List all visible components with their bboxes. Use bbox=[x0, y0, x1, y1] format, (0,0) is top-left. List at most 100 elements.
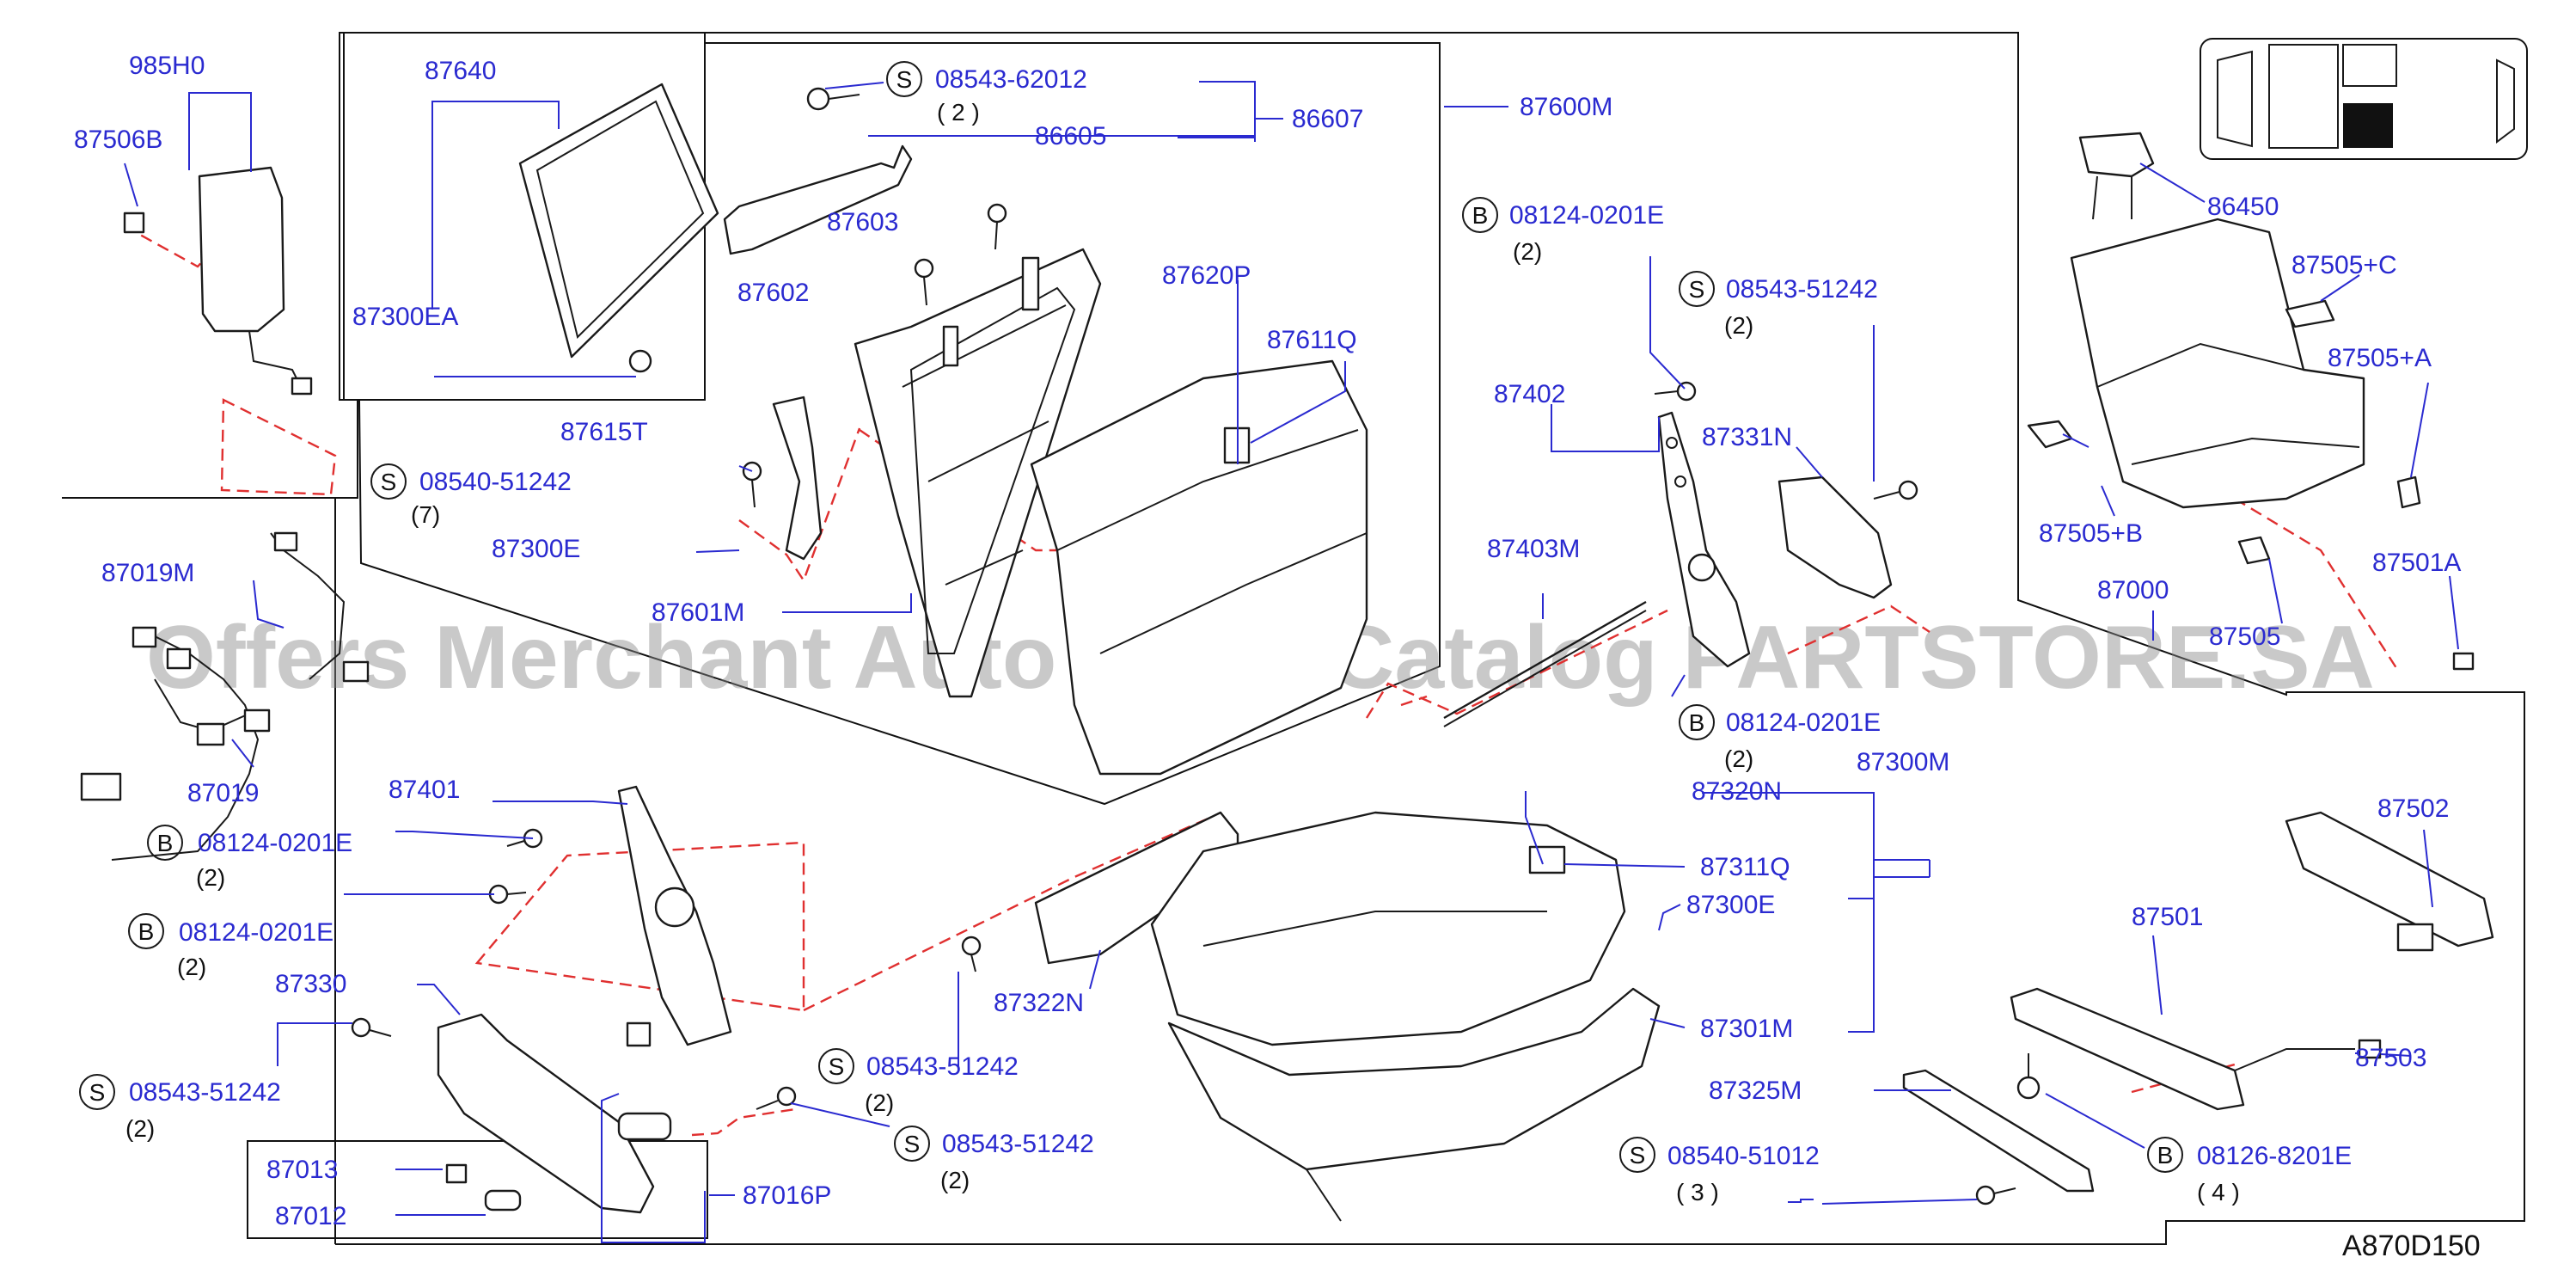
label-86605: 86605 bbox=[1035, 122, 1106, 150]
label-87506B: 87506B bbox=[74, 126, 162, 154]
svg-text:S: S bbox=[89, 1079, 106, 1106]
svg-text:S: S bbox=[896, 66, 913, 93]
label-87501A: 87501A bbox=[2372, 549, 2461, 577]
label-87401: 87401 bbox=[389, 776, 460, 804]
label-87300M: 87300M bbox=[1857, 748, 1949, 776]
leader-lines bbox=[124, 81, 2459, 1243]
svg-text:B: B bbox=[157, 830, 174, 856]
svg-text:S: S bbox=[829, 1053, 845, 1080]
label-87012: 87012 bbox=[275, 1202, 346, 1230]
rail-87501 bbox=[2010, 987, 2382, 1111]
back-board-87640 bbox=[518, 83, 719, 373]
qty-08543-51242-a: (2) bbox=[1724, 312, 1753, 339]
label-08543-51242-a: 08543-51242 bbox=[1726, 275, 1878, 304]
finisher-87330 bbox=[437, 1013, 672, 1214]
qty-08540-51012: ( 3 ) bbox=[1676, 1179, 1719, 1205]
svg-text:S: S bbox=[1630, 1142, 1646, 1169]
qty-08126-8201E: ( 4 ) bbox=[2197, 1179, 2240, 1205]
qty-08124-0201E-d: (2) bbox=[177, 954, 206, 980]
label-87300EA: 87300EA bbox=[352, 303, 458, 331]
label-87611Q: 87611Q bbox=[1267, 326, 1357, 354]
label-87601M: 87601M bbox=[652, 598, 744, 627]
label-87016P: 87016P bbox=[743, 1181, 831, 1210]
prefix-circles: S S B S B B B S S S S B bbox=[79, 61, 2183, 1173]
qty-08124-0201E-b: (2) bbox=[1724, 745, 1753, 772]
label-08124-0201E-b: 08124-0201E bbox=[1726, 709, 1881, 737]
rail-87325M bbox=[1902, 1069, 2095, 1193]
svg-text:B: B bbox=[138, 918, 155, 945]
label-86607: 86607 bbox=[1292, 105, 1363, 133]
label-87330: 87330 bbox=[275, 970, 346, 998]
label-87505C: 87505+C bbox=[2291, 251, 2397, 279]
label-08540-51012: 08540-51012 bbox=[1667, 1142, 1820, 1170]
label-87603: 87603 bbox=[827, 208, 898, 236]
label-87322N: 87322N bbox=[994, 989, 1084, 1017]
label-87019M: 87019M bbox=[101, 559, 194, 587]
svg-text:S: S bbox=[1689, 276, 1705, 303]
label-87311Q: 87311Q bbox=[1700, 853, 1790, 881]
label-985H0: 985H0 bbox=[129, 52, 205, 80]
part-labels: 985H0 87506B 87640 87300EA 87615T 08540-… bbox=[74, 52, 2461, 1230]
label-87402: 87402 bbox=[1494, 380, 1565, 408]
qty-08543-51242-c: (2) bbox=[865, 1089, 894, 1116]
seatback-frame-87601M bbox=[723, 144, 1102, 698]
mating-lines bbox=[124, 190, 2400, 1137]
recliner-87401 bbox=[617, 785, 732, 1047]
label-87325M: 87325M bbox=[1709, 1077, 1802, 1105]
label-87501: 87501 bbox=[2132, 903, 2203, 931]
qty-08543-62012: ( 2 ) bbox=[937, 99, 980, 126]
armrest-985H0 bbox=[123, 166, 313, 396]
seat-frame-87301M bbox=[1167, 987, 1661, 1222]
label-08540-51242: 08540-51242 bbox=[419, 468, 572, 496]
label-87602: 87602 bbox=[737, 279, 809, 307]
svg-text:B: B bbox=[1472, 202, 1489, 229]
label-08124-0201E-c: 08124-0201E bbox=[198, 829, 352, 857]
label-87503: 87503 bbox=[2355, 1044, 2426, 1072]
label-08124-0201E-a: 08124-0201E bbox=[1509, 201, 1664, 230]
frame-87013-group bbox=[247, 1140, 708, 1239]
label-08543-51242-b: 08543-51242 bbox=[129, 1078, 281, 1107]
label-08124-0201E-d: 08124-0201E bbox=[179, 918, 333, 947]
svg-text:B: B bbox=[2157, 1142, 2174, 1169]
rail-87502 bbox=[2285, 811, 2494, 952]
cover-87331N bbox=[1778, 475, 1893, 599]
qty-08124-0201E-c: (2) bbox=[196, 864, 225, 891]
label-87502: 87502 bbox=[2377, 794, 2449, 823]
label-87640: 87640 bbox=[425, 57, 496, 85]
seatback-cushion-87620P bbox=[1030, 359, 1368, 776]
rod-87403M bbox=[1443, 600, 1647, 727]
bracket-87615T bbox=[772, 396, 823, 561]
seat-cushion-87320N bbox=[1150, 811, 1626, 1046]
svg-text:S: S bbox=[904, 1131, 921, 1157]
vehicle-location-icon bbox=[2217, 44, 2515, 149]
label-08543-51242-c: 08543-51242 bbox=[866, 1052, 1019, 1081]
label-08543-51242-d: 08543-51242 bbox=[942, 1130, 1094, 1158]
complete-seat-87000 bbox=[2070, 132, 2365, 509]
main-frame bbox=[334, 32, 2525, 1245]
label-86450: 86450 bbox=[2207, 193, 2279, 221]
vehicle-location-frame bbox=[2200, 38, 2528, 160]
label-87403M: 87403M bbox=[1487, 535, 1580, 563]
label-87301M: 87301M bbox=[1700, 1015, 1793, 1043]
label-87505B: 87505+B bbox=[2039, 519, 2143, 548]
recliner-87402 bbox=[1657, 411, 1751, 668]
label-87013: 87013 bbox=[266, 1156, 338, 1184]
label-87019: 87019 bbox=[187, 779, 259, 807]
label-87300E-upper: 87300E bbox=[492, 535, 580, 563]
qty-08543-51242-b: (2) bbox=[125, 1115, 155, 1142]
frame-87600M-group bbox=[358, 42, 1441, 806]
label-87331N: 87331N bbox=[1702, 423, 1792, 451]
svg-text:S: S bbox=[381, 469, 397, 495]
label-87600M: 87600M bbox=[1520, 93, 1612, 121]
label-08126-8201E: 08126-8201E bbox=[2197, 1142, 2352, 1170]
label-08543-62012: 08543-62012 bbox=[935, 65, 1087, 94]
qty-08543-51242-d: (2) bbox=[940, 1167, 970, 1193]
label-87505A: 87505+A bbox=[2328, 344, 2432, 372]
qty-08540-51242: (7) bbox=[411, 501, 440, 528]
label-87620P: 87620P bbox=[1162, 261, 1251, 290]
qty-08124-0201E-a: (2) bbox=[1513, 238, 1542, 265]
diagram-code: A870D150 bbox=[2342, 1230, 2481, 1262]
label-87000: 87000 bbox=[2097, 576, 2169, 604]
svg-text:B: B bbox=[1689, 709, 1705, 736]
